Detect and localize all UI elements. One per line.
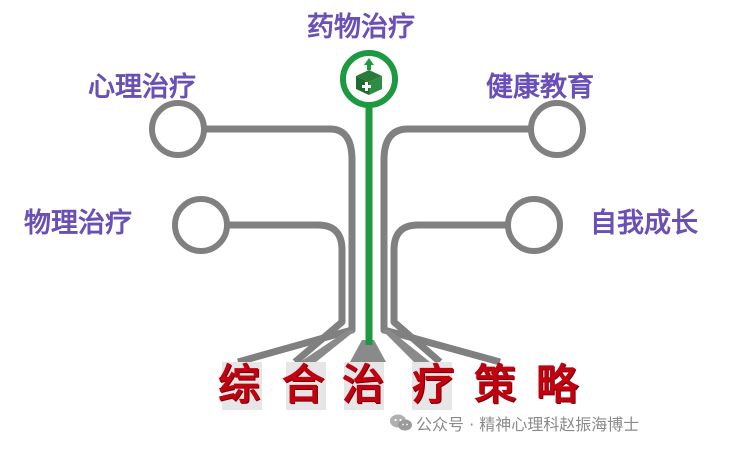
strategy-char-6: 略 [536,360,579,409]
node-circle-psychotherapy [149,100,207,158]
connector-health-education [380,125,530,366]
connector-self-growth [390,221,507,365]
connector-base-left [300,330,356,362]
connector-psychotherapy [205,125,356,366]
watermark: 公众号 · 精神心理科赵振海博士 [390,410,639,436]
branch-label-self-growth: 自我成长 [590,208,698,239]
strategy-char-4: 疗 [412,360,455,409]
strategy-char-2: 合 [282,360,325,409]
strategy-char-bg [344,362,384,410]
strategy-char-bg [222,362,262,410]
connector-base-center [350,340,386,362]
medicine-box-icon [356,58,382,95]
branch-label-health-education: 健康教育 [486,72,594,103]
node-circle-health-education [528,100,586,158]
strategy-char-5: 策 [474,360,517,409]
strategy-char-3: 治 [342,360,385,409]
watermark-text: 公众号 · 精神心理科赵振海博士 [416,415,640,434]
connector-base-right [382,330,430,362]
branch-label-medication: 药物治疗 [307,12,415,43]
branch-label-psychotherapy: 心理治疗 [88,72,196,103]
node-circle-self-growth [505,196,563,254]
strategy-char-1: 综 [218,360,261,409]
strategy-char-bg [286,362,326,410]
node-circle-physiotherapy [172,196,230,254]
strategy-char-bg [412,362,452,410]
connector-physiotherapy [228,221,346,365]
branch-label-physiotherapy: 物理治疗 [24,208,132,239]
wechat-icon [390,414,412,432]
